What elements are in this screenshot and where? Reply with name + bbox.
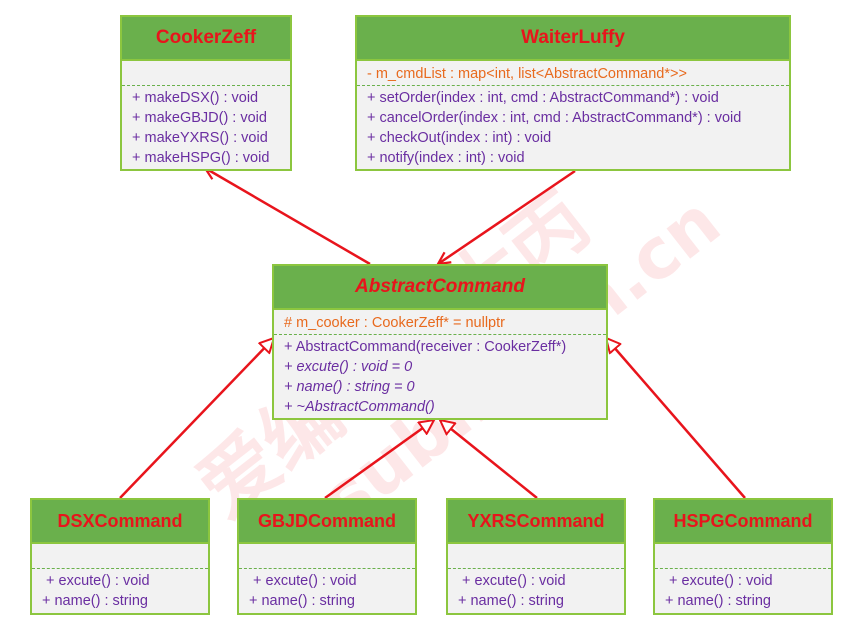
inheritance-yxrs	[440, 420, 538, 499]
association-abstract-to-cooker	[205, 168, 371, 266]
attributes-section	[239, 544, 415, 569]
methods-section: + makeDSX() : void + makeGBJD() : void +…	[122, 86, 290, 168]
class-name: GBJDCommand	[239, 500, 415, 544]
inheritance-hspg	[606, 338, 746, 499]
attribute: # m_cooker : CookerZeff* = nullptr	[284, 315, 505, 331]
method: + makeGBJD() : void	[132, 110, 267, 126]
method: + setOrder(index : int, cmd : AbstractCo…	[367, 90, 719, 106]
methods-section: + excute() : void + name() : string	[655, 569, 831, 611]
class-name: YXRSCommand	[448, 500, 624, 544]
method: + AbstractCommand(receiver : CookerZeff*…	[284, 339, 567, 355]
class-gbjdcommand[interactable]: GBJDCommand + excute() : void + name() :…	[237, 498, 417, 615]
method: + name() : string	[42, 593, 148, 609]
class-name: CookerZeff	[122, 17, 290, 61]
methods-section: + excute() : void + name() : string	[32, 569, 208, 611]
attributes-section: # m_cooker : CookerZeff* = nullptr	[274, 310, 606, 335]
class-name: DSXCommand	[32, 500, 208, 544]
method: + name() : string = 0	[284, 379, 415, 395]
method: + cancelOrder(index : int, cmd : Abstrac…	[367, 110, 742, 126]
class-name: WaiterLuffy	[357, 17, 789, 61]
class-abstractcommand[interactable]: AbstractCommand # m_cooker : CookerZeff*…	[272, 264, 608, 420]
method: + excute() : void = 0	[284, 359, 413, 375]
method: + ~AbstractCommand()	[284, 399, 435, 415]
method: + excute() : void	[665, 573, 773, 589]
attributes-section	[32, 544, 208, 569]
methods-section: + setOrder(index : int, cmd : AbstractCo…	[357, 86, 789, 168]
method: + excute() : void	[458, 573, 566, 589]
class-dsxcommand[interactable]: DSXCommand + excute() : void + name() : …	[30, 498, 210, 615]
inheritance-dsx	[119, 338, 274, 499]
class-name: AbstractCommand	[274, 266, 606, 310]
methods-section: + AbstractCommand(receiver : CookerZeff*…	[274, 335, 606, 417]
method: + notify(index : int) : void	[367, 150, 525, 166]
class-waiterluffy[interactable]: WaiterLuffy - m_cmdList : map<int, list<…	[355, 15, 791, 171]
attributes-section	[655, 544, 831, 569]
attribute: - m_cmdList : map<int, list<AbstractComm…	[367, 66, 687, 82]
method: + excute() : void	[249, 573, 357, 589]
method: + name() : string	[665, 593, 771, 609]
method: + makeDSX() : void	[132, 90, 259, 106]
class-yxrscommand[interactable]: YXRSCommand + excute() : void + name() :…	[446, 498, 626, 615]
method: + makeHSPG() : void	[132, 150, 270, 166]
method: + checkOut(index : int) : void	[367, 130, 552, 146]
class-hspgcommand[interactable]: HSPGCommand + excute() : void + name() :…	[653, 498, 833, 615]
association-waiter-to-abstract	[438, 169, 576, 264]
method: + makeYXRS() : void	[132, 130, 268, 146]
attributes-section	[448, 544, 624, 569]
inheritance-gbjd	[324, 420, 434, 500]
methods-section: + excute() : void + name() : string	[239, 569, 415, 611]
method: + excute() : void	[42, 573, 150, 589]
class-name: HSPGCommand	[655, 500, 831, 544]
methods-section: + excute() : void + name() : string	[448, 569, 624, 611]
attributes-section	[122, 61, 290, 86]
class-cookerzeff[interactable]: CookerZeff + makeDSX() : void + makeGBJD…	[120, 15, 292, 171]
method: + name() : string	[249, 593, 355, 609]
method: + name() : string	[458, 593, 564, 609]
attributes-section: - m_cmdList : map<int, list<AbstractComm…	[357, 61, 789, 86]
